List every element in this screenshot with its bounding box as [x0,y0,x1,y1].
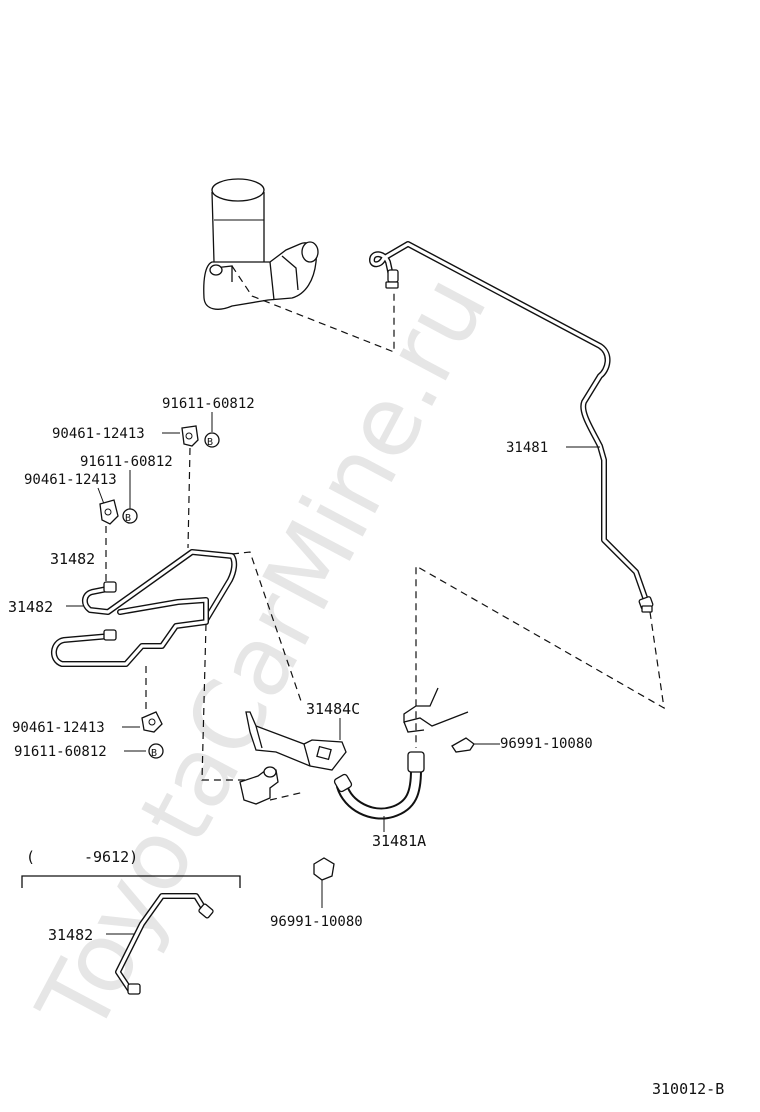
connector-line [231,265,395,353]
label-96991-10080-b: 96991-10080 [270,914,363,930]
pipe-clamp-upper[interactable] [181,425,199,447]
bolt-b-upper[interactable]: B [204,432,220,448]
clutch-master-cylinder[interactable] [203,178,319,310]
bolt-badge-text: B [151,748,157,759]
inset-range-label: -9612) [84,848,138,866]
label-31482-b: 31482 [8,598,53,616]
inset-range-open: ( [26,848,35,866]
label-96991-10080-a: 96991-10080 [500,736,593,752]
flexible-hose-31481a[interactable] [333,751,425,820]
inset-divider [21,875,241,888]
connector-line [231,551,303,705]
pipe-clamp-lower[interactable] [141,711,163,733]
bolt-b-lower[interactable]: B [148,743,164,759]
pipe-clamp-middle[interactable] [99,499,119,525]
connector-line [269,791,305,801]
release-cylinder[interactable] [239,766,279,805]
connector-line [187,447,191,549]
connector-line [201,623,250,781]
connector-line [415,564,665,748]
label-91611-60812-b: 91611-60812 [80,454,173,470]
bracket-31484c[interactable] [245,711,347,771]
clip-96991-a[interactable] [451,737,475,753]
bolt-badge-text: B [207,437,213,448]
leader-90461-b [97,487,105,505]
bolt-badge-text: B [125,513,131,524]
label-90461-12413-a: 90461-12413 [52,426,145,442]
label-31481a: 31481A [372,832,426,850]
bolt-b-middle[interactable]: B [122,508,138,524]
clip-96991-b[interactable] [313,857,335,881]
label-90461-12413-b: 90461-12413 [24,472,117,488]
diagram-code: 310012-B [652,1080,724,1098]
clutch-pipe-31482-lower[interactable] [51,597,209,667]
label-31481: 31481 [506,440,548,456]
clutch-pipe-31482-inset[interactable] [115,893,214,995]
label-91611-60812-c: 91611-60812 [14,744,107,760]
label-31482-c: 31482 [48,926,93,944]
clutch-pipe-31482-upper[interactable] [82,549,238,623]
clutch-pipe-31481[interactable] [369,241,654,613]
label-31484c: 31484C [306,700,360,718]
label-90461-12413-c: 90461-12413 [12,720,105,736]
label-91611-60812-a: 91611-60812 [162,396,255,412]
bracket-hose-mount[interactable] [403,687,469,733]
label-31482-a: 31482 [50,550,95,568]
